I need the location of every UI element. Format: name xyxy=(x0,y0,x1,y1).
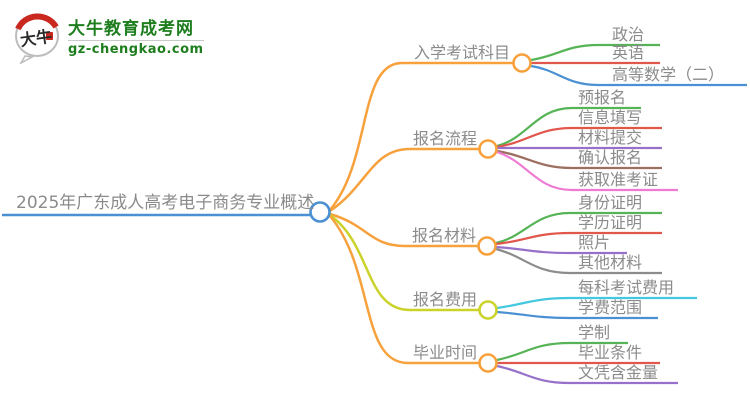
child-label-exam-fee-per-subject[interactable]: 每科考试费用 xyxy=(578,278,675,297)
branch-node-circle-graduation-time[interactable] xyxy=(478,353,498,373)
child-label-photo[interactable]: 照片 xyxy=(578,233,611,252)
child-label-schooling-length[interactable]: 学制 xyxy=(578,323,611,342)
child-label-pre-registration[interactable]: 预报名 xyxy=(578,88,627,107)
branch-label-graduation-time[interactable]: 毕业时间 xyxy=(412,343,477,362)
logo-icon-text: 大牛 xyxy=(19,27,53,50)
branch-node-circle-registration-materials[interactable] xyxy=(477,236,497,256)
child-label-tuition-range[interactable]: 学费范围 xyxy=(578,298,643,317)
logo-bubble-tail xyxy=(19,55,35,64)
branch-node-circle-registration-fees[interactable] xyxy=(478,300,498,320)
branch-line-registration-process xyxy=(329,147,479,213)
logo-bubble-icon: 大牛 xyxy=(15,13,59,64)
child-label-politics[interactable]: 政治 xyxy=(612,25,645,44)
branch-label-entrance-subjects[interactable]: 入学考试科目 xyxy=(413,43,510,62)
child-label-english[interactable]: 英语 xyxy=(612,43,645,62)
child-label-education-proof[interactable]: 学历证明 xyxy=(578,213,643,232)
branch-label-registration-process[interactable]: 报名流程 xyxy=(412,129,477,148)
logo-seal-icon xyxy=(46,32,53,40)
child-label-advanced-math[interactable]: 高等数学（二） xyxy=(612,65,725,84)
site-logo[interactable]: 大牛 大牛教育成考网 gz-chengkao.com xyxy=(12,12,204,64)
child-label-get-admission-ticket[interactable]: 获取准考证 xyxy=(578,170,659,189)
child-label-info-filling[interactable]: 信息填写 xyxy=(578,108,643,127)
branch-node-circle-entrance-subjects[interactable] xyxy=(512,53,532,73)
branch-label-registration-fees[interactable]: 报名费用 xyxy=(412,290,477,309)
child-label-diploma-value[interactable]: 文凭含金量 xyxy=(578,363,659,382)
child-label-confirm-registration[interactable]: 确认报名 xyxy=(578,148,643,167)
site-url: gz-chengkao.com xyxy=(68,42,204,57)
logo-divider xyxy=(68,40,204,41)
site-name: 大牛教育成考网 xyxy=(68,19,194,39)
branch-node-circle-registration-process[interactable] xyxy=(478,139,498,159)
child-label-graduation-conditions[interactable]: 毕业条件 xyxy=(578,343,643,362)
child-label-other-materials[interactable]: 其他材料 xyxy=(578,253,643,272)
child-label-identity-proof[interactable]: 身份证明 xyxy=(578,193,643,212)
branch-label-registration-materials[interactable]: 报名材料 xyxy=(411,226,476,245)
child-label-material-submit[interactable]: 材料提交 xyxy=(578,128,643,147)
root-node-label[interactable]: 2025年广东成人高考电子商务专业概述 xyxy=(16,193,315,213)
logo-red-cap xyxy=(15,13,59,31)
